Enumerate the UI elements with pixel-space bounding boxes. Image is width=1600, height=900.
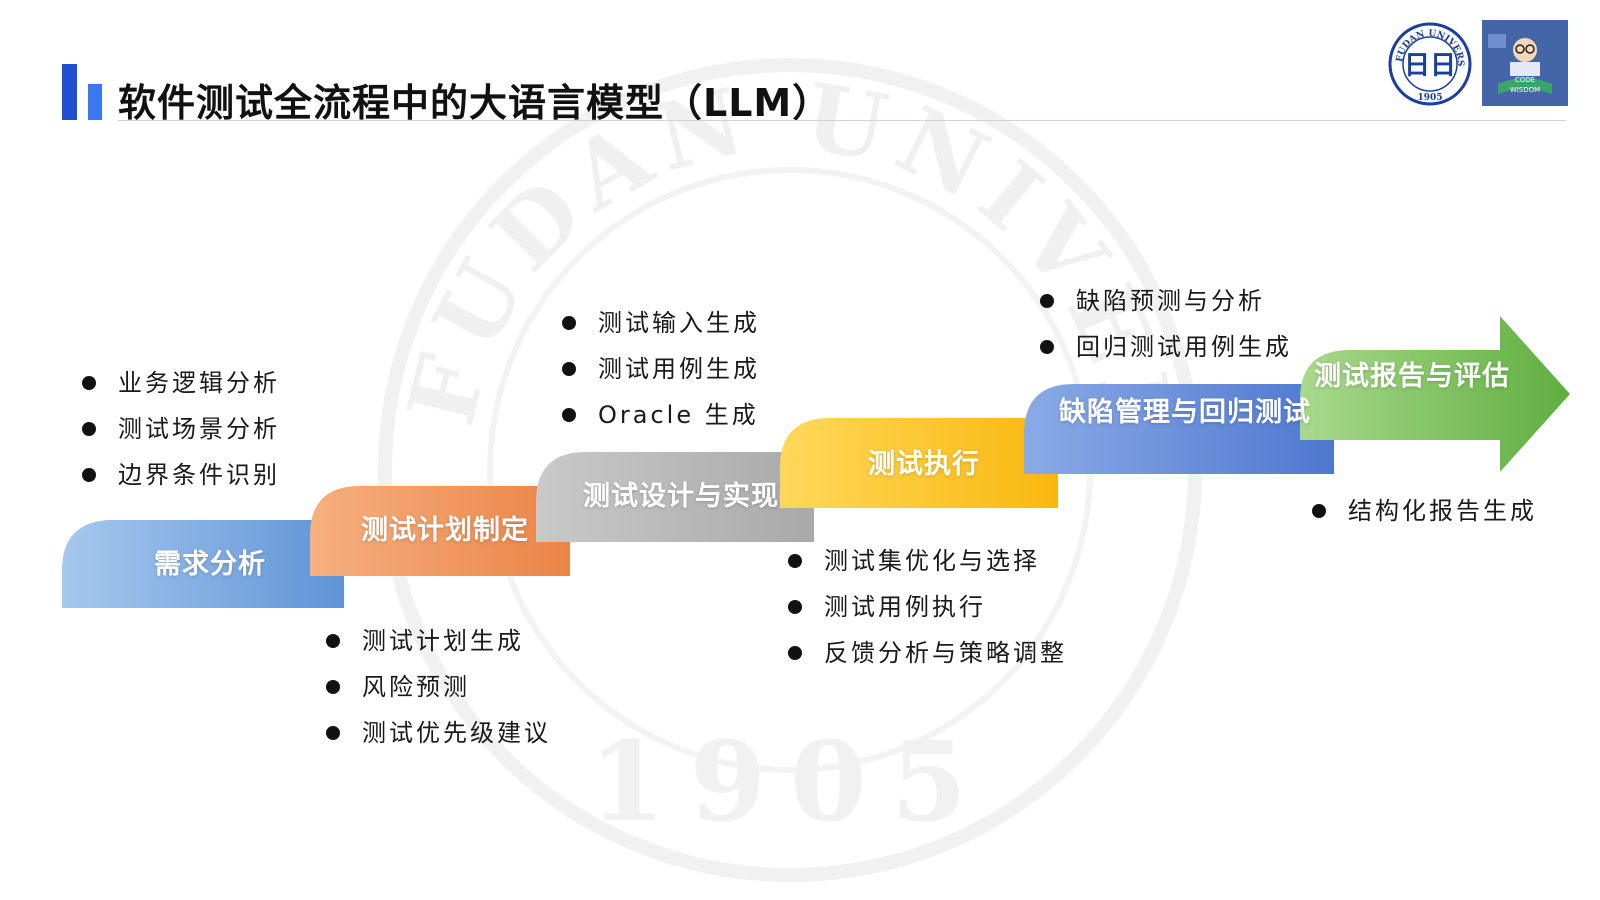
stage-3-shape: [536, 452, 814, 542]
logo-year: 1905: [1417, 93, 1442, 103]
stage-2-label: 测试计划制定: [361, 515, 529, 546]
bullet-dot-icon: [326, 726, 340, 740]
stage-4-label: 测试执行: [868, 449, 980, 480]
bullet-dot-icon: [326, 634, 340, 648]
bullet-dot-icon: [82, 422, 96, 436]
list-item: 测试场景分析: [82, 414, 280, 460]
watermark-year: 1905: [589, 717, 991, 846]
stage-1-shape: [62, 520, 344, 608]
list-item: 结构化报告生成: [1312, 496, 1537, 542]
title-accent-bar-small: [88, 84, 102, 120]
list-item: 测试优先级建议: [326, 718, 551, 764]
logo-center-text: 日日: [1404, 51, 1456, 81]
university-logo: FUDAN UNIVERSITY 日日 1905: [1384, 15, 1472, 110]
stage-5-bullets: 缺陷预测与分析 回归测试用例生成: [1040, 286, 1292, 378]
bullet-dot-icon: [1040, 340, 1054, 354]
lab-logo: CODE WISDOM: [1482, 20, 1568, 110]
stage-2-bullets: 测试计划生成 风险预测 测试优先级建议: [326, 626, 551, 764]
bullet-dot-icon: [788, 646, 802, 660]
stage-6-bullets: 结构化报告生成: [1312, 496, 1537, 542]
bullet-dot-icon: [788, 554, 802, 568]
page-title: 软件测试全流程中的大语言模型（LLM）: [118, 81, 832, 125]
title-accent-bar: [62, 64, 77, 120]
bullet-dot-icon: [82, 376, 96, 390]
lab-logo-top-text: CODE: [1515, 76, 1535, 84]
list-item: 风险预测: [326, 672, 551, 718]
stage-1-bullets: 业务逻辑分析 测试场景分析 边界条件识别: [82, 368, 280, 506]
list-item: 缺陷预测与分析: [1040, 286, 1292, 332]
stage-5-label: 缺陷管理与回归测试: [1059, 397, 1311, 428]
stage-2-shape: [310, 486, 570, 576]
list-item: Oracle 生成: [562, 400, 760, 446]
stage-6-label: 测试报告与评估: [1314, 361, 1510, 392]
list-item: 测试计划生成: [326, 626, 551, 672]
list-item: 测试用例生成: [562, 354, 760, 400]
stage-3-bullets: 测试输入生成 测试用例生成 Oracle 生成: [562, 308, 760, 446]
bullet-dot-icon: [1040, 294, 1054, 308]
bullet-dot-icon: [1312, 504, 1326, 518]
list-item: 回归测试用例生成: [1040, 332, 1292, 378]
bullet-dot-icon: [326, 680, 340, 694]
stage-5-shape: [1024, 384, 1334, 474]
list-item: 测试用例执行: [788, 592, 1067, 638]
bullet-dot-icon: [788, 600, 802, 614]
lab-logo-bottom-text: WISDOM: [1510, 86, 1540, 94]
list-item: 测试输入生成: [562, 308, 760, 354]
list-item: 边界条件识别: [82, 460, 280, 506]
stage-4-shape: [780, 418, 1058, 508]
bullet-dot-icon: [562, 316, 576, 330]
bullet-dot-icon: [562, 408, 576, 422]
stage-3-label: 测试设计与实现: [583, 481, 779, 512]
stage-4-bullets: 测试集优化与选择 测试用例执行 反馈分析与策略调整: [788, 546, 1067, 684]
title-divider: [118, 120, 1566, 121]
stage-1-label: 需求分析: [154, 549, 266, 580]
stage-6-arrow: [1300, 316, 1570, 472]
list-item: 测试集优化与选择: [788, 546, 1067, 592]
bullet-dot-icon: [82, 468, 96, 482]
list-item: 业务逻辑分析: [82, 368, 280, 414]
bullet-dot-icon: [562, 362, 576, 376]
list-item: 反馈分析与策略调整: [788, 638, 1067, 684]
